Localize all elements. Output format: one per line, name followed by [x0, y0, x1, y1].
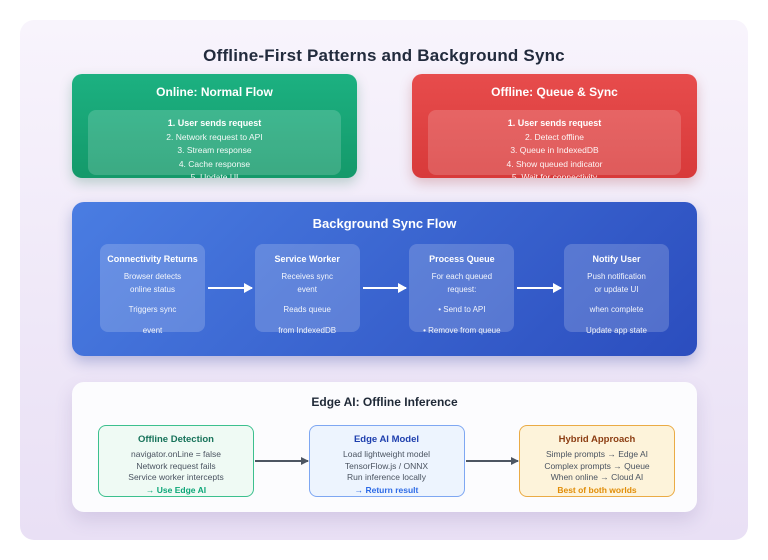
card-title: Offline Detection [137, 434, 214, 445]
online-flow-panel: Online: Normal Flow 1. User sends reques… [72, 74, 357, 178]
card-highlight: → Return result [354, 484, 419, 495]
online-step-5: 5. Update UI [190, 172, 239, 178]
node-line: • Remove from queue [423, 325, 501, 335]
edge-ai-row: Offline Detection navigator.onLine = fal… [98, 425, 675, 497]
online-flow-steps: 1. User sends request 2. Network request… [88, 110, 341, 178]
node-notify-user: Notify User Push notification or update … [564, 244, 670, 335]
node-line: event [142, 325, 163, 335]
page-title: Offline-First Patterns and Background Sy… [203, 46, 565, 65]
node-line: Triggers sync [128, 305, 177, 314]
node-line: request: [447, 284, 477, 294]
background-sync-panel: Background Sync Flow Connectivity Return… [72, 202, 697, 356]
online-step-4: 4. Cache response [178, 158, 251, 169]
arrow-right-icon [517, 283, 562, 293]
node-line: event [297, 284, 317, 294]
card-edge-ai-model: Edge AI Model Load lightweight model Ten… [308, 425, 465, 497]
offline-step-5: 5. Wait for connectivity [511, 172, 598, 178]
node-process-queue: Process Queue For each queued request: •… [409, 244, 515, 335]
node-title: Notify User [592, 254, 641, 264]
background-sync-title: Background Sync Flow [312, 216, 457, 231]
offline-step-4: 4. Show queued indicator [506, 158, 603, 169]
node-title: Process Queue [429, 254, 495, 264]
card-title: Hybrid Approach [558, 434, 636, 445]
node-line: Browser detects [123, 272, 182, 281]
node-line: Push notification [587, 272, 646, 281]
offline-step-3: 3. Queue in IndexedDB [510, 145, 599, 155]
node-title: Service Worker [274, 254, 340, 264]
card-highlight: → Use Edge AI [145, 484, 207, 495]
online-flow-title: Online: Normal Flow [156, 85, 273, 99]
node-line: Update app state [586, 325, 647, 335]
offline-flow-panel: Offline: Queue & Sync 1. User sends requ… [412, 74, 697, 178]
card-highlight: Best of both worlds [557, 484, 637, 495]
node-line: from IndexedDB [278, 325, 337, 335]
card-line: Network request fails [136, 460, 216, 471]
node-line: For each queued [431, 272, 493, 281]
card-line: TensorFlow.js / ONNX [344, 460, 429, 471]
card-hybrid-approach: Hybrid Approach Simple prompts → Edge AI… [519, 425, 675, 497]
edge-ai-panel: Edge AI: Offline Inference Offline Detec… [72, 382, 697, 512]
arrow-right-icon [465, 456, 519, 465]
node-line: • Send to API [438, 305, 486, 314]
edge-ai-title: Edge AI: Offline Inference [311, 395, 458, 409]
node-line: when complete [589, 305, 644, 314]
arrow-right-icon [255, 456, 308, 465]
arrow-right-icon [208, 283, 253, 293]
card-line: Simple prompts → Edge AI [545, 449, 649, 459]
card-line: Load lightweight model [343, 449, 430, 459]
node-title: Connectivity Returns [107, 254, 198, 264]
card-line: When online → Cloud AI [550, 472, 644, 482]
node-line: Reads queue [283, 305, 331, 314]
offline-step-2: 2. Detect offline [525, 131, 584, 142]
node-connectivity-returns: Connectivity Returns Browser detects onl… [100, 244, 205, 335]
node-line: or update UI [594, 284, 639, 294]
online-step-3: 3. Stream response [177, 145, 252, 155]
arrow-right-icon [362, 283, 408, 293]
card-line: navigator.onLine = false [130, 449, 222, 459]
offline-flow-title: Offline: Queue & Sync [491, 85, 618, 99]
card-title: Edge AI Model [353, 434, 420, 445]
node-line: online status [130, 284, 175, 294]
offline-flow-steps: 1. User sends request 2. Detect offline … [428, 110, 681, 178]
node-line: Receives sync [281, 272, 333, 281]
offline-step-1: 1. User sends request [507, 118, 602, 128]
online-step-1: 1. User sends request [167, 118, 262, 128]
card-line: Service worker intercepts [128, 472, 224, 482]
online-step-2: 2. Network request to API [166, 131, 263, 142]
card-offline-detection: Offline Detection navigator.onLine = fal… [98, 425, 254, 497]
sync-flow-row: Connectivity Returns Browser detects onl… [100, 244, 670, 335]
diagram-canvas: Offline-First Patterns and Background Sy… [20, 20, 748, 540]
card-line: Complex prompts → Queue [544, 460, 650, 471]
card-line: Run inference locally [347, 472, 426, 482]
node-service-worker: Service Worker Receives sync event Reads… [254, 244, 360, 335]
